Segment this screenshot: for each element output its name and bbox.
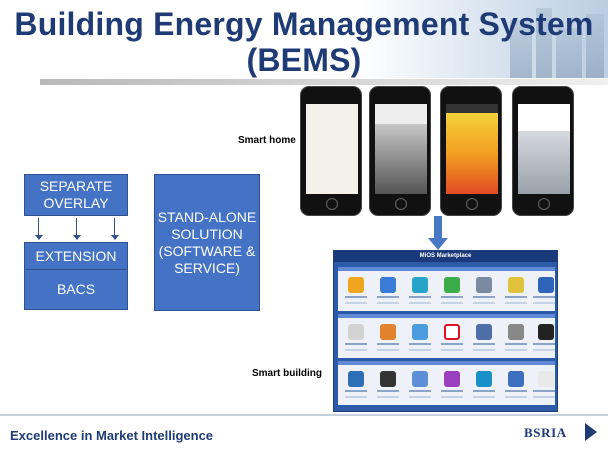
slide-title-line2: (BEMS) xyxy=(246,42,362,78)
slide-title-line1: Building Energy Management System xyxy=(14,6,594,42)
smartphone-image xyxy=(440,86,502,216)
footer-divider xyxy=(0,414,608,416)
header-skyline xyxy=(360,0,608,78)
app-row xyxy=(338,267,555,311)
smartphone-image xyxy=(369,86,431,216)
footer-tagline: Excellence in Market Intelligence xyxy=(10,428,214,443)
bacs-box: BACS xyxy=(24,270,128,310)
down-arrow-icon xyxy=(111,218,119,240)
standalone-solution-box: STAND-ALONE SOLUTION (SOFTWARE & SERVICE… xyxy=(154,174,260,311)
smartphone-image xyxy=(512,86,574,216)
bsria-logo: BSRIA xyxy=(524,425,567,440)
logo-triangle-icon xyxy=(585,423,597,441)
title-underline xyxy=(40,79,608,85)
smart-building-label: Smart building xyxy=(252,368,322,379)
app-row xyxy=(338,314,555,358)
down-arrow-icon xyxy=(35,218,43,240)
separate-overlay-box: SEPARATE OVERLAY xyxy=(24,174,128,216)
down-arrow-icon xyxy=(434,216,442,240)
down-arrow-icon xyxy=(73,218,81,240)
marketplace-title: MiOS Marketplace xyxy=(334,251,557,262)
down-arrow-head xyxy=(428,238,448,250)
smartphone-image xyxy=(300,86,362,216)
marketplace-screenshot: MiOS Marketplace xyxy=(333,250,558,412)
app-row xyxy=(338,361,555,405)
smart-home-label: Smart home xyxy=(238,135,296,146)
extension-box: EXTENSION xyxy=(24,242,128,270)
